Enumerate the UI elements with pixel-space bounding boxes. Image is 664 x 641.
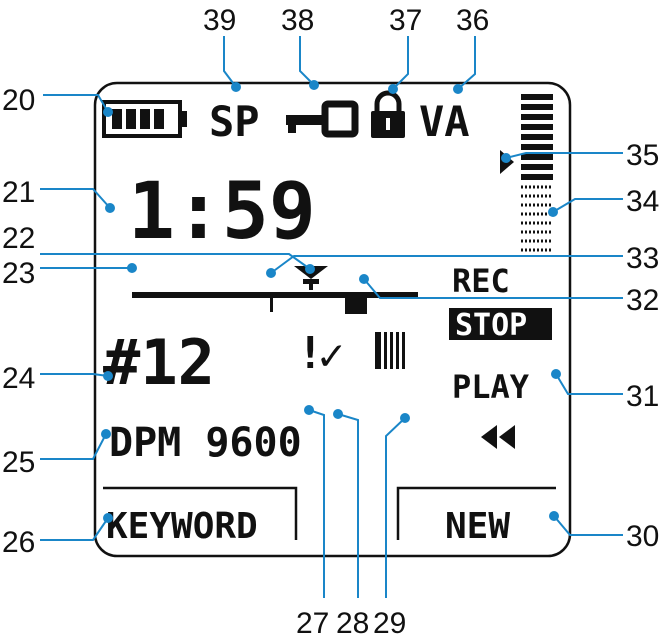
index-number: #12: [103, 326, 215, 399]
callout-31: 31: [626, 380, 659, 413]
callout-30: 30: [626, 520, 659, 553]
stop-highlight: [449, 308, 552, 340]
callout-leaders: [40, 36, 623, 598]
lcd-frame: [93, 81, 572, 558]
callout-27: 27: [296, 607, 329, 640]
callout-22: 22: [2, 222, 35, 255]
keyword-softkey-frame: [103, 486, 298, 540]
battery-icon: [102, 100, 187, 138]
callout-39: 39: [203, 4, 236, 37]
callout-38: 38: [281, 4, 314, 37]
callout-35: 35: [626, 139, 659, 172]
callout-labels: 20 21 22 23 24 25 26 27 28 29 30 31 32 3…: [2, 4, 659, 640]
callout-34: 34: [626, 185, 659, 218]
callout-23: 23: [2, 257, 35, 290]
key-icon: [286, 100, 359, 138]
stop-label: STOP: [455, 308, 527, 343]
callout-28: 28: [336, 607, 369, 640]
callout-20: 20: [2, 84, 35, 117]
position-bar-end-tick: [270, 296, 273, 312]
callout-26: 26: [2, 526, 35, 559]
callout-33: 33: [626, 242, 659, 275]
lock-icon: [371, 90, 405, 138]
new-softkey[interactable]: NEW: [445, 506, 510, 547]
eol-bars-icon: [375, 332, 405, 369]
callout-36: 36: [456, 4, 489, 37]
mode-va-label: VA: [419, 97, 470, 146]
priority-mark: !: [297, 328, 324, 379]
level-meter: [521, 94, 553, 180]
rec-label: REC: [452, 262, 510, 300]
callout-32: 32: [626, 284, 659, 317]
finished-check: ✓: [318, 330, 345, 381]
keyword-softkey[interactable]: KEYWORD: [106, 506, 258, 547]
level-meter-inactive: [521, 185, 553, 252]
time-display: 1:59: [128, 167, 316, 257]
new-softkey-frame: [396, 486, 556, 540]
callout-21: 21: [2, 176, 35, 209]
callout-37: 37: [389, 4, 422, 37]
play-label: PLAY: [452, 368, 530, 406]
callout-29: 29: [373, 607, 406, 640]
insert-block: [345, 296, 367, 314]
device-name: DPM 9600: [109, 420, 302, 466]
rewind-icon: [481, 425, 515, 449]
callout-25: 25: [2, 446, 35, 479]
mode-sp-label: SP: [209, 97, 260, 146]
callout-24: 24: [2, 362, 35, 395]
position-bar: [132, 292, 418, 298]
